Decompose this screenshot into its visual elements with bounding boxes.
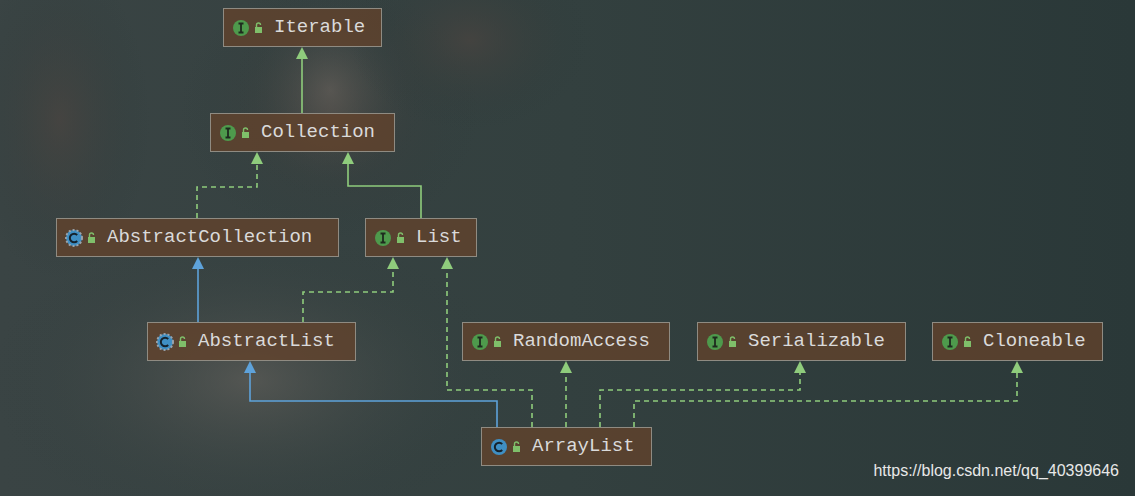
class-box: ArrayList bbox=[481, 427, 652, 466]
inheritance-connector bbox=[192, 257, 204, 322]
arrow-head bbox=[794, 361, 806, 373]
type-icon bbox=[941, 332, 975, 352]
class-name: List bbox=[366, 219, 472, 256]
class-name: Cloneable bbox=[933, 323, 1096, 360]
inheritance-connector bbox=[342, 152, 421, 218]
inheritance-connector bbox=[296, 47, 308, 113]
class-box: Collection bbox=[210, 113, 395, 152]
class-box: AbstractList bbox=[147, 322, 356, 361]
arrow-head bbox=[560, 361, 572, 373]
connector-line bbox=[600, 373, 800, 427]
inheritance-connector bbox=[634, 361, 1023, 427]
inheritance-connector bbox=[600, 361, 806, 427]
connector-line bbox=[301, 59, 303, 113]
inheritance-connector bbox=[244, 361, 497, 427]
class-name: Serializable bbox=[698, 323, 895, 360]
arrow-head bbox=[244, 361, 256, 373]
type-icon bbox=[156, 332, 190, 352]
class-box: RandomAccess bbox=[462, 322, 670, 361]
connector-line bbox=[197, 269, 199, 322]
connector-line bbox=[634, 373, 1017, 427]
class-box: Iterable bbox=[223, 8, 382, 47]
connector-line bbox=[565, 373, 567, 427]
class-name: RandomAccess bbox=[463, 323, 660, 360]
connector-line bbox=[197, 164, 257, 218]
arrow-head bbox=[387, 257, 399, 269]
connector-line bbox=[348, 164, 421, 218]
type-icon bbox=[65, 228, 99, 248]
inheritance-connector bbox=[197, 152, 263, 218]
class-box: Cloneable bbox=[932, 322, 1103, 361]
connector-line bbox=[303, 269, 393, 322]
type-icon bbox=[490, 437, 524, 457]
class-box: Serializable bbox=[697, 322, 906, 361]
arrow-head bbox=[296, 47, 308, 59]
watermark: https://blog.csdn.net/qq_40399646 bbox=[873, 462, 1119, 480]
class-name: Iterable bbox=[224, 9, 375, 46]
arrow-head bbox=[441, 257, 453, 269]
type-icon bbox=[706, 332, 740, 352]
class-name: Collection bbox=[211, 114, 385, 151]
class-name: ArrayList bbox=[482, 428, 645, 465]
inheritance-connector bbox=[560, 361, 572, 427]
arrow-head bbox=[192, 257, 204, 269]
class-name: AbstractList bbox=[148, 323, 345, 360]
arrow-head bbox=[251, 152, 263, 164]
type-icon bbox=[232, 18, 266, 38]
class-box: AbstractCollection bbox=[56, 218, 339, 257]
arrow-head bbox=[342, 152, 354, 164]
type-icon bbox=[219, 123, 253, 143]
connector-line bbox=[250, 373, 497, 427]
arrow-head bbox=[1011, 361, 1023, 373]
class-box: List bbox=[365, 218, 477, 257]
class-name: AbstractCollection bbox=[57, 219, 322, 256]
type-icon bbox=[374, 228, 408, 248]
type-icon bbox=[471, 332, 505, 352]
inheritance-connector bbox=[303, 257, 399, 322]
